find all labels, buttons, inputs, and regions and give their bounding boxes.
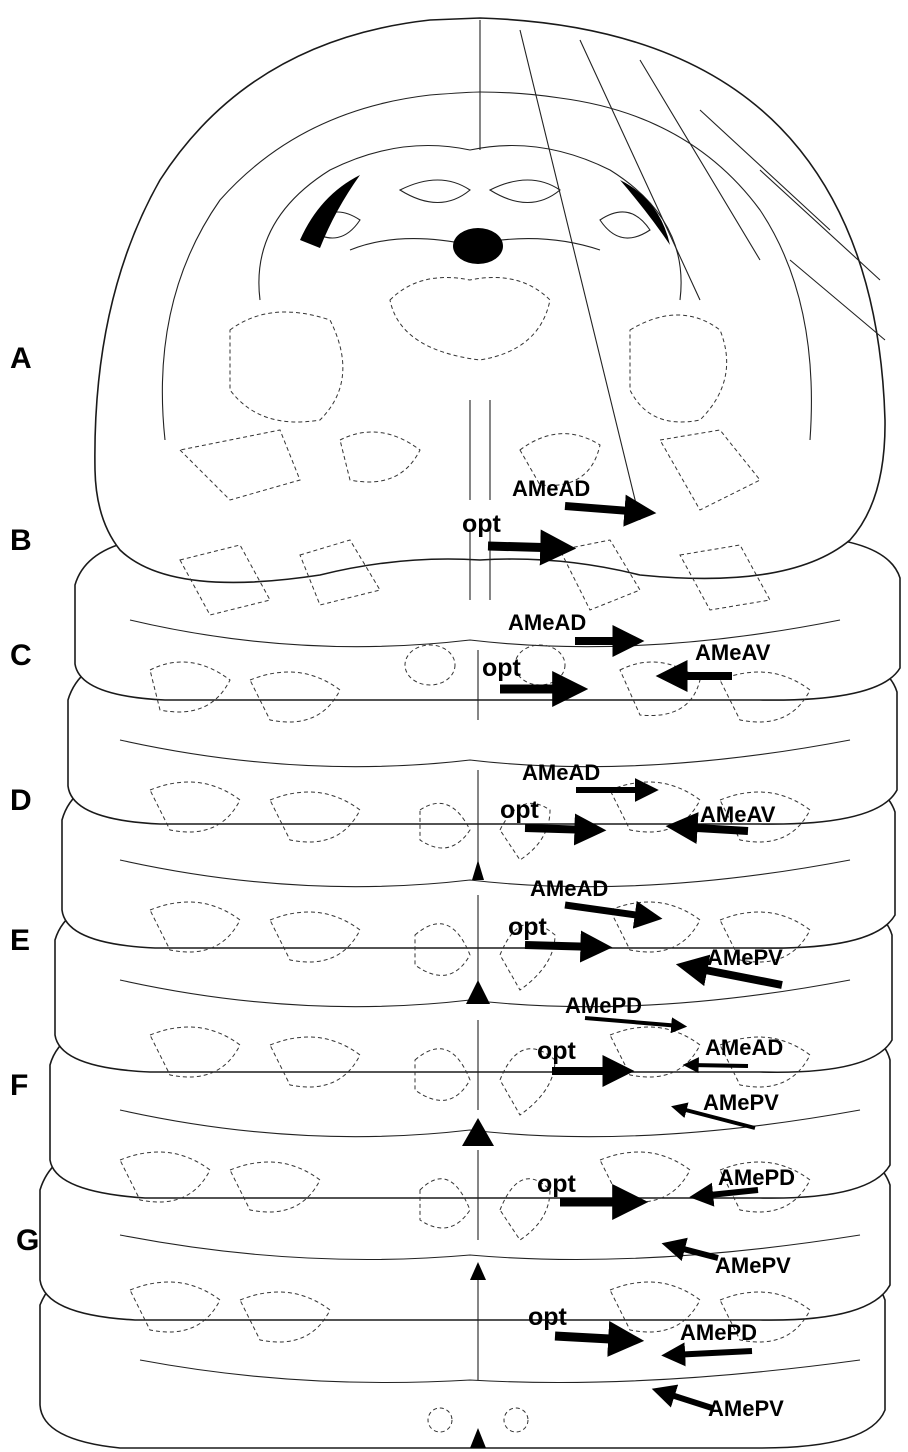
- section-letter-c: C: [10, 639, 32, 672]
- arrow-d-ameav: [680, 827, 748, 831]
- label-h-amepd: AMePD: [680, 1320, 757, 1345]
- section-letter-e: E: [10, 924, 30, 957]
- label-e-opt: opt: [508, 913, 548, 941]
- arrow-b-opt: [488, 546, 560, 548]
- arrow-e-opt: [525, 945, 598, 947]
- section-letter-b: B: [10, 524, 32, 557]
- label-c-ameav: AMeAV: [695, 640, 771, 665]
- section-letter-f: F: [10, 1069, 28, 1102]
- arrow-h-opt: [555, 1336, 628, 1340]
- label-e-amepv: AMePV: [707, 945, 783, 970]
- label-f-amepv: AMePV: [703, 1090, 779, 1115]
- label-b-opt: opt: [462, 510, 502, 538]
- label-h-opt: opt: [528, 1303, 568, 1331]
- label-c-opt: opt: [482, 654, 522, 682]
- label-c-amead: AMeAD: [508, 610, 586, 635]
- label-g-amepv: AMePV: [715, 1253, 791, 1278]
- section-letter-d: D: [10, 784, 32, 817]
- arrow-d-opt: [525, 828, 592, 830]
- section-letter-a: A: [10, 342, 32, 375]
- label-e-amead: AMeAD: [530, 876, 608, 901]
- label-b-amead: AMeAD: [512, 476, 590, 501]
- section-letter-g: G: [16, 1224, 39, 1257]
- label-h-amepv: AMePV: [708, 1396, 784, 1421]
- label-d-ameav: AMeAV: [700, 802, 776, 827]
- label-f-amead: AMeAD: [705, 1035, 783, 1060]
- label-f-opt: opt: [537, 1037, 577, 1065]
- label-g-opt: opt: [537, 1170, 577, 1198]
- arrow-f-amead: [690, 1065, 748, 1066]
- arrow-h-amepd: [672, 1351, 752, 1355]
- label-g-amepd: AMePD: [718, 1165, 795, 1190]
- label-f-amepd: AMePD: [565, 993, 642, 1018]
- label-d-opt: opt: [500, 796, 540, 824]
- section-letters: A B C D E F G: [10, 342, 39, 1257]
- label-d-amead: AMeAD: [522, 760, 600, 785]
